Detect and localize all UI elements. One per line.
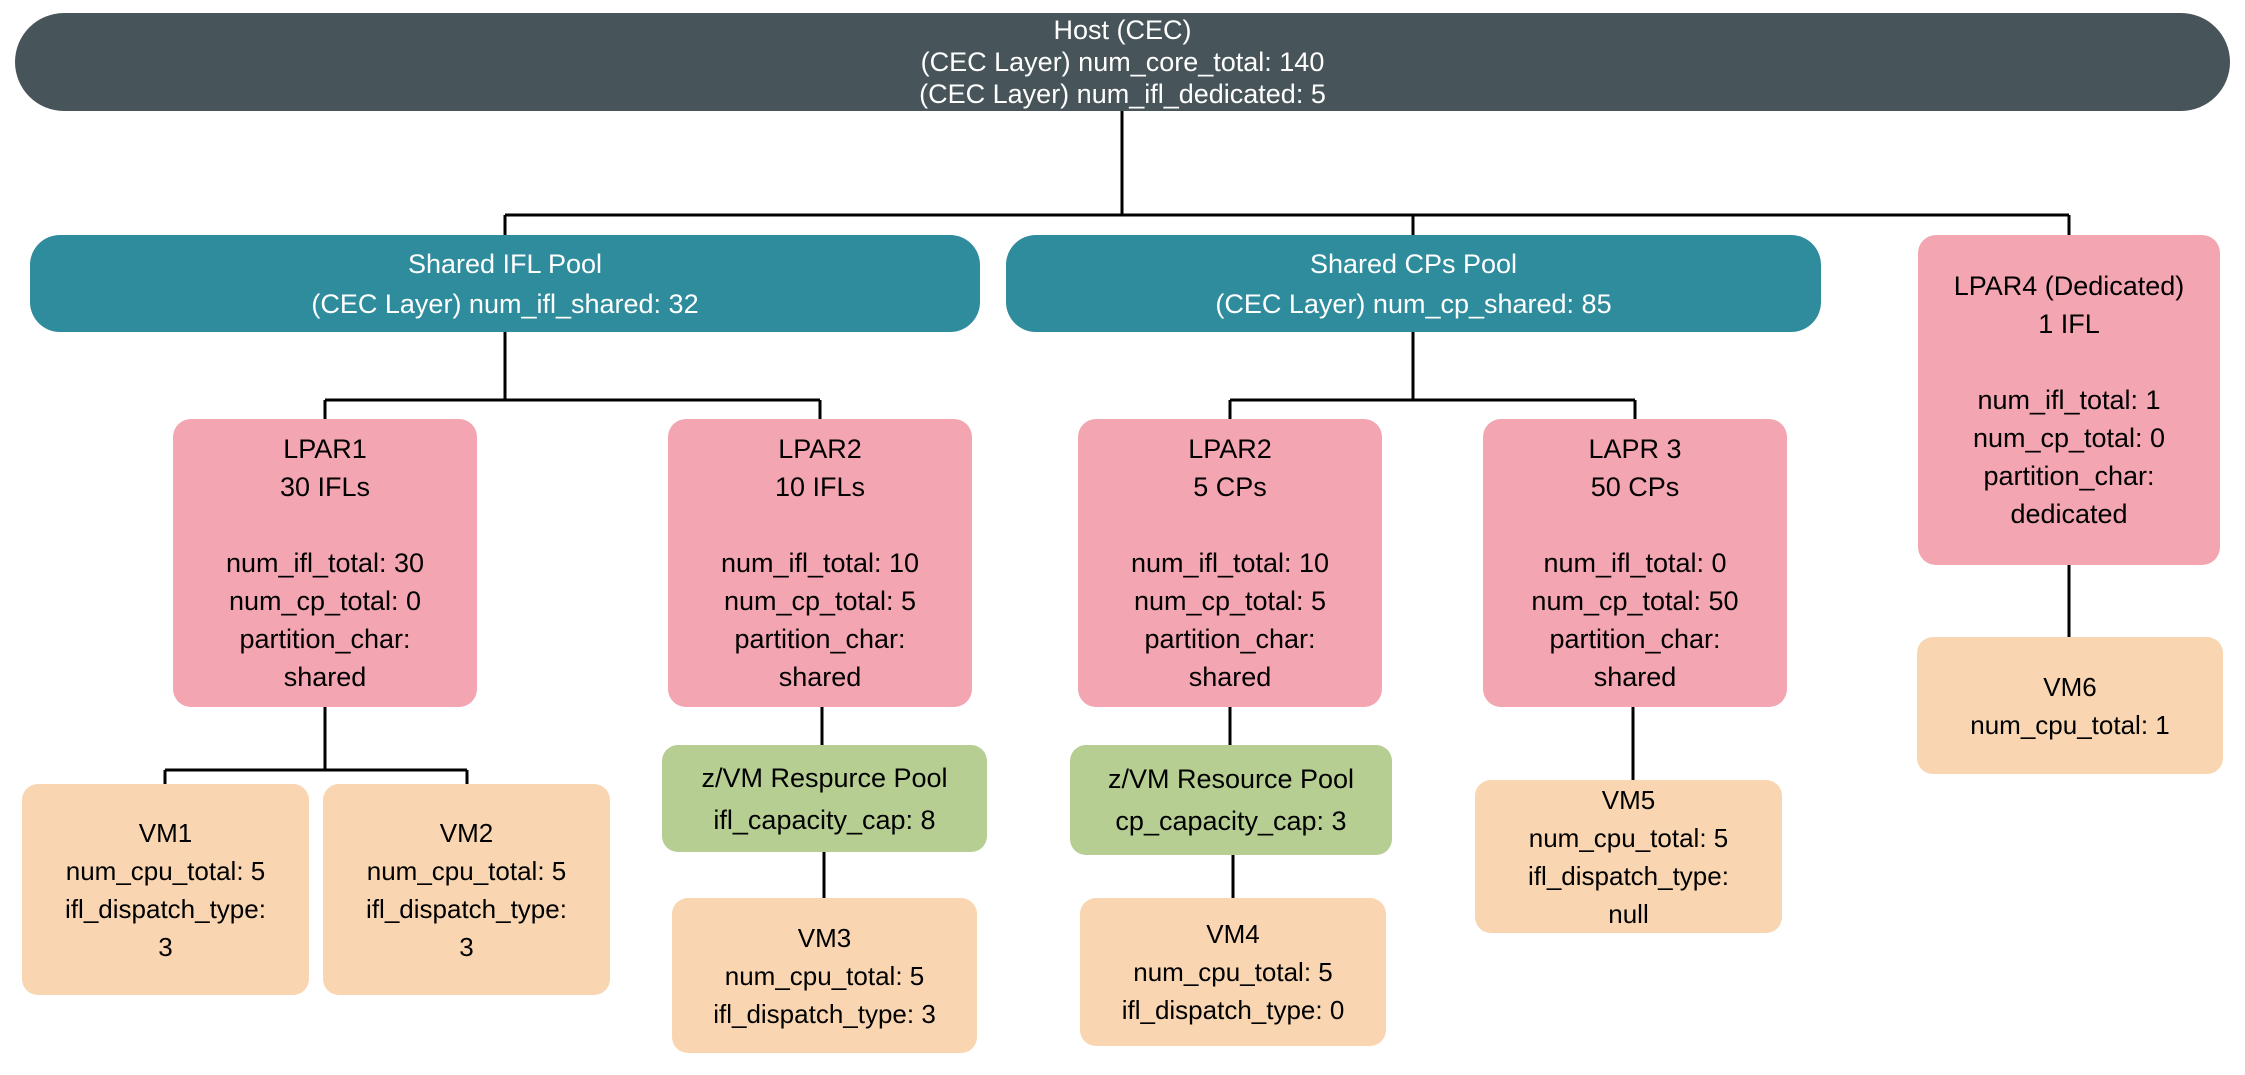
shared-ifl-pool-label: Shared IFL Pool (CEC Layer) num_ifl_shar…	[311, 248, 699, 319]
vm5-node: VM5 num_cpu_total: 5 ifl_dispatch_type: …	[1475, 780, 1782, 933]
vm5-label: VM5 num_cpu_total: 5 ifl_dispatch_type: …	[1528, 784, 1729, 929]
vm4-node: VM4 num_cpu_total: 5 ifl_dispatch_type: …	[1080, 898, 1386, 1046]
zvm-resource-pool-ifl-label: z/VM Respurce Pool ifl_capacity_cap: 8	[701, 762, 948, 835]
zvm-resource-pool-ifl-node: z/VM Respurce Pool ifl_capacity_cap: 8	[662, 745, 987, 852]
vm4-label: VM4 num_cpu_total: 5 ifl_dispatch_type: …	[1121, 919, 1345, 1025]
vm3-label: VM3 num_cpu_total: 5 ifl_dispatch_type: …	[713, 922, 936, 1029]
shared-cps-pool-label: Shared CPs Pool (CEC Layer) num_cp_share…	[1215, 248, 1612, 319]
zvm-resource-pool-cp-label: z/VM Resource Pool cp_capacity_cap: 3	[1107, 764, 1355, 836]
host-cec-label: Host (CEC) (CEC Layer) num_core_total: 1…	[919, 15, 1326, 109]
vm1-label: VM1 num_cpu_total: 5 ifl_dispatch_type: …	[65, 817, 266, 962]
vm3-node: VM3 num_cpu_total: 5 ifl_dispatch_type: …	[672, 898, 977, 1053]
host-cec-node: Host (CEC) (CEC Layer) num_core_total: 1…	[15, 13, 2230, 111]
lapr3-label: LAPR 3 50 CPs num_ifl_total: 0 num_cp_to…	[1531, 434, 1739, 692]
shared-cps-pool-node: Shared CPs Pool (CEC Layer) num_cp_share…	[1006, 235, 1821, 332]
lpar4-dedicated-label: LPAR4 (Dedicated) 1 IFL num_ifl_total: 1…	[1953, 271, 2185, 529]
shared-ifl-pool-node: Shared IFL Pool (CEC Layer) num_ifl_shar…	[30, 235, 980, 332]
lpar2-ifl-label: LPAR2 10 IFLs num_ifl_total: 10 num_cp_t…	[720, 434, 920, 692]
vm1-node: VM1 num_cpu_total: 5 ifl_dispatch_type: …	[22, 784, 309, 995]
lpar4-dedicated-node: LPAR4 (Dedicated) 1 IFL num_ifl_total: 1…	[1918, 235, 2220, 565]
lpar1-label: LPAR1 30 IFLs num_ifl_total: 30 num_cp_t…	[225, 434, 425, 692]
lpar1-node: LPAR1 30 IFLs num_ifl_total: 30 num_cp_t…	[173, 419, 477, 707]
vm2-label: VM2 num_cpu_total: 5 ifl_dispatch_type: …	[366, 817, 567, 962]
lpar2-cp-node: LPAR2 5 CPs num_ifl_total: 10 num_cp_tot…	[1078, 419, 1382, 707]
vm6-label: VM6 num_cpu_total: 1	[1970, 671, 2170, 740]
lpar2-ifl-node: LPAR2 10 IFLs num_ifl_total: 10 num_cp_t…	[668, 419, 972, 707]
lapr3-node: LAPR 3 50 CPs num_ifl_total: 0 num_cp_to…	[1483, 419, 1787, 707]
vm2-node: VM2 num_cpu_total: 5 ifl_dispatch_type: …	[323, 784, 610, 995]
lpar2-cp-label: LPAR2 5 CPs num_ifl_total: 10 num_cp_tot…	[1130, 434, 1330, 692]
vm6-node: VM6 num_cpu_total: 1	[1917, 637, 2223, 774]
zvm-resource-pool-cp-node: z/VM Resource Pool cp_capacity_cap: 3	[1070, 745, 1392, 855]
